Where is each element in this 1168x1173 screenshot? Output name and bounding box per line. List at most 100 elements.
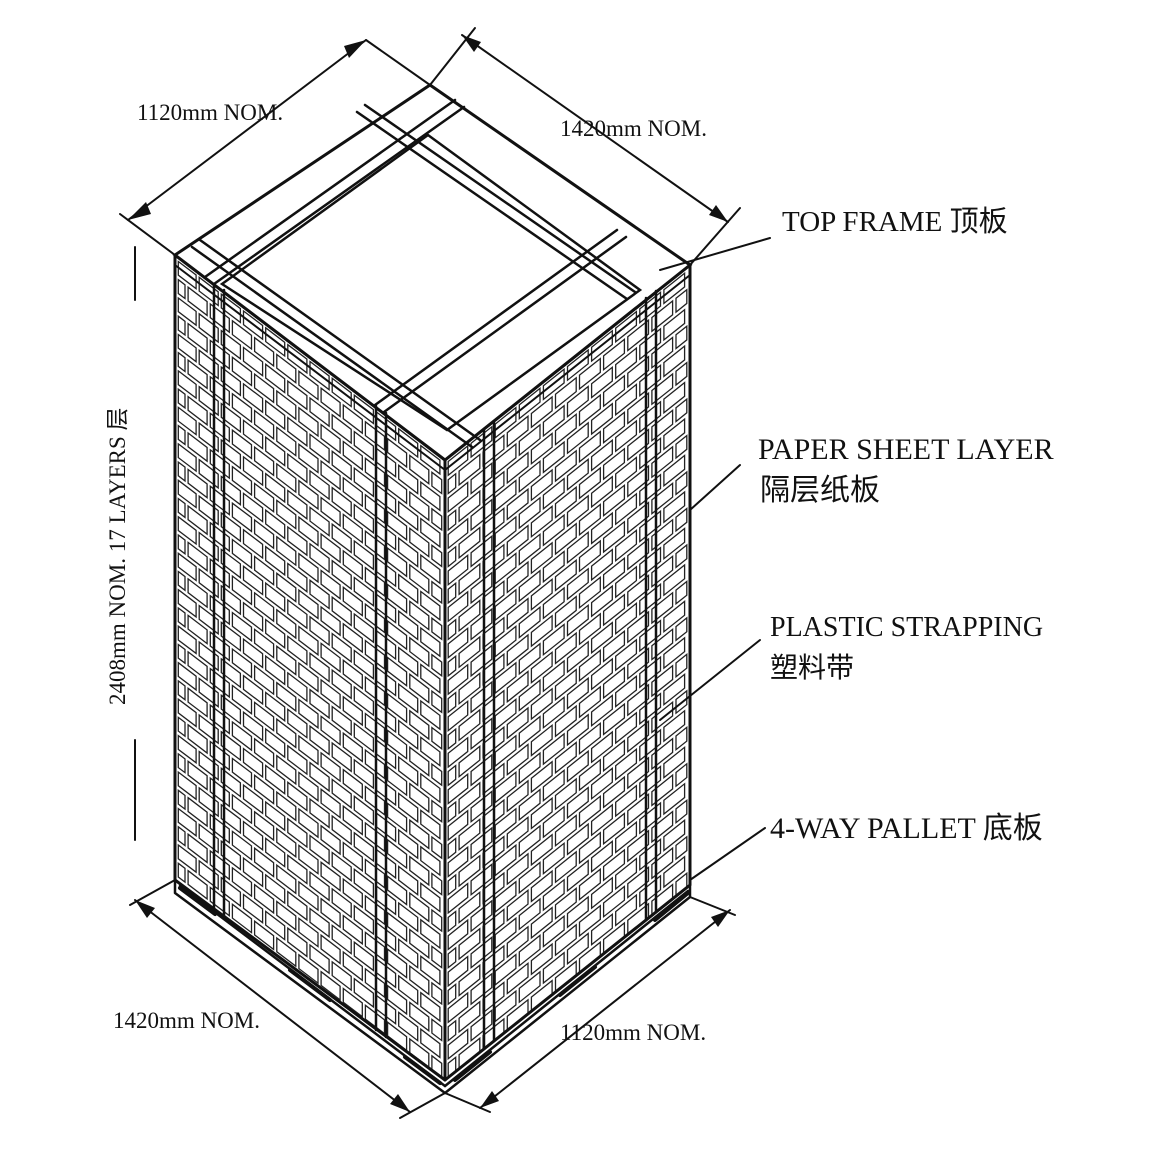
brick-right bbox=[627, 391, 650, 425]
brick-left bbox=[220, 693, 242, 725]
brick-left bbox=[331, 741, 352, 773]
brick-left bbox=[177, 460, 186, 483]
brick-left bbox=[276, 571, 297, 603]
brick-left bbox=[177, 478, 197, 509]
brick-left bbox=[386, 437, 408, 469]
brick-left bbox=[353, 831, 375, 863]
leader-pallet bbox=[689, 827, 766, 881]
brick-right bbox=[566, 713, 589, 747]
brick-right bbox=[627, 756, 650, 790]
brick-left bbox=[298, 552, 319, 584]
brick-left bbox=[298, 698, 319, 730]
brick-left bbox=[242, 783, 264, 815]
brick-left bbox=[298, 880, 319, 912]
brick-left bbox=[198, 859, 219, 891]
brick-right bbox=[615, 456, 638, 490]
top-strap-c2 bbox=[355, 110, 629, 301]
brick-right bbox=[578, 649, 601, 682]
brick-right bbox=[663, 673, 686, 706]
brick-left bbox=[242, 528, 264, 560]
brick-right bbox=[615, 893, 638, 927]
brick-right bbox=[518, 387, 541, 420]
brick-right bbox=[530, 723, 553, 757]
brick-left bbox=[287, 562, 308, 594]
brick-right bbox=[675, 689, 688, 715]
brick-right bbox=[590, 402, 613, 436]
brick-right bbox=[615, 565, 638, 599]
brick-left bbox=[220, 621, 242, 652]
brick-right bbox=[566, 494, 589, 528]
brick-right bbox=[530, 505, 553, 539]
brick-right bbox=[590, 584, 613, 618]
brick-left bbox=[409, 490, 430, 522]
brick-left bbox=[398, 646, 419, 678]
brick-left bbox=[364, 456, 386, 488]
brick-right bbox=[602, 483, 626, 517]
brick-left bbox=[298, 588, 319, 620]
brick-left bbox=[342, 513, 363, 544]
brick-left bbox=[265, 545, 286, 577]
brick-left bbox=[187, 285, 208, 317]
brick-left bbox=[342, 731, 363, 763]
brick-left bbox=[431, 580, 443, 605]
brick-left bbox=[398, 536, 419, 568]
brick-left bbox=[420, 954, 441, 986]
brick-right bbox=[470, 826, 493, 860]
brick-right bbox=[602, 739, 626, 773]
brick-right bbox=[663, 818, 686, 852]
brick-left bbox=[386, 583, 408, 615]
brick-right bbox=[494, 552, 517, 586]
brick-right bbox=[615, 419, 638, 453]
brick-right bbox=[518, 788, 541, 822]
brick-left bbox=[309, 396, 330, 428]
brick-right bbox=[663, 344, 686, 378]
brick-left bbox=[386, 546, 408, 578]
brick-right bbox=[627, 428, 650, 462]
brick-left bbox=[187, 358, 208, 390]
brick-left bbox=[398, 609, 419, 641]
brick-left bbox=[276, 936, 297, 968]
brick-right bbox=[542, 914, 565, 948]
brick-left bbox=[420, 845, 441, 877]
brick-right bbox=[675, 470, 688, 496]
brick-left bbox=[198, 786, 219, 818]
brick-right bbox=[530, 796, 553, 830]
brick-left bbox=[309, 797, 330, 829]
brick-left bbox=[276, 717, 297, 749]
brick-left bbox=[231, 720, 253, 752]
brick-right bbox=[627, 574, 650, 608]
brick-left bbox=[420, 626, 441, 658]
brick-right bbox=[663, 271, 686, 305]
brick-right bbox=[554, 449, 577, 483]
brick-right bbox=[470, 680, 493, 714]
brick-right bbox=[615, 492, 638, 526]
brick-left bbox=[242, 455, 264, 487]
brick-right bbox=[470, 644, 493, 678]
brick-right bbox=[675, 288, 688, 314]
brick-left bbox=[309, 943, 330, 975]
brick-left bbox=[342, 877, 363, 909]
brick-left bbox=[231, 319, 253, 351]
brick-left bbox=[331, 486, 352, 518]
brick-left bbox=[309, 688, 330, 720]
brick-right bbox=[458, 453, 481, 487]
brick-right bbox=[470, 863, 493, 897]
brick-left bbox=[177, 807, 197, 838]
brick-right bbox=[447, 654, 457, 678]
brick-left bbox=[198, 275, 219, 307]
brick-left bbox=[177, 570, 186, 592]
brick-right bbox=[663, 527, 686, 561]
brick-right bbox=[639, 655, 662, 689]
brick-right bbox=[458, 708, 481, 742]
brick-right bbox=[675, 543, 688, 569]
brick-right bbox=[590, 876, 613, 910]
brick-left bbox=[253, 372, 275, 404]
brick-left bbox=[177, 497, 186, 519]
brick-left bbox=[420, 881, 441, 913]
brick-right bbox=[602, 447, 626, 481]
brick-left bbox=[276, 353, 297, 385]
brick-left bbox=[398, 682, 419, 714]
brick-right bbox=[518, 459, 541, 493]
brick-left bbox=[177, 551, 197, 582]
